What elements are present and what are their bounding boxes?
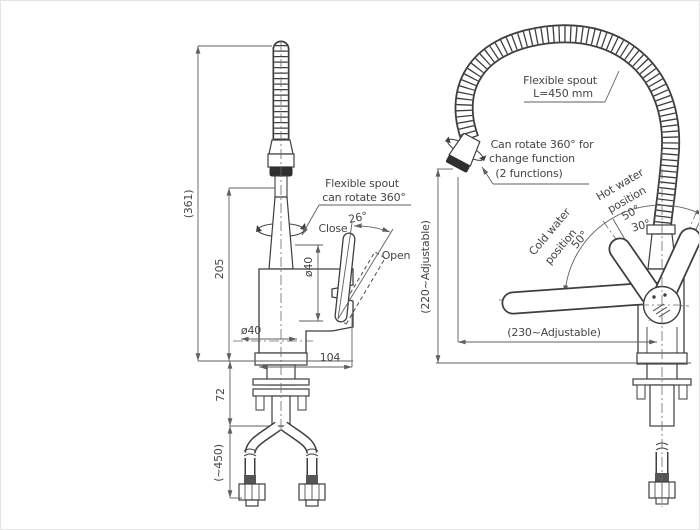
front-flexible-spout-label-line1: Flexible spout [325,177,399,191]
side-rotate-label-line1: Can rotate 360° for [490,138,594,152]
side-rotate-label-line2: change function [489,152,575,166]
side-flexible-spout-label-line2: L=450 mm [533,87,593,101]
front-view-drawing [195,40,411,507]
side-dim-height: (220~Adjustable) [419,220,433,314]
side-spray-head [444,132,487,173]
front-dim-depth: 104 [319,351,341,365]
side-dimension-lines [435,168,691,364]
front-dim-spout-height: 205 [213,258,227,280]
side-handle-positions [501,227,699,315]
side-dim-reach: (230~Adjustable) [507,326,601,340]
side-rotate-label-line3: (2 functions) [495,167,563,181]
front-supply-hoses [238,421,326,507]
front-dim-overall-height: (361) [182,189,196,219]
side-view-drawing [435,24,699,507]
front-dim-hose-length: (~450) [212,444,226,482]
side-flexible-spout-label-line1: Flexible spout [523,74,597,88]
front-dimension-lines [195,45,353,499]
front-leader-lines [301,204,411,236]
side-gooseneck-hose [454,24,681,232]
front-open-label: Open [381,249,411,263]
front-dim-body-diameter: ø40 [240,324,262,338]
front-dim-handle-diameter: ø40 [302,256,316,278]
side-leader-lines [481,70,620,185]
front-handle-angle-fan [337,222,394,320]
front-close-label: Close [318,222,348,236]
front-dim-under-counter: 72 [214,388,228,402]
front-flexible-spout-label-line2: can rotate 360° [322,191,406,205]
